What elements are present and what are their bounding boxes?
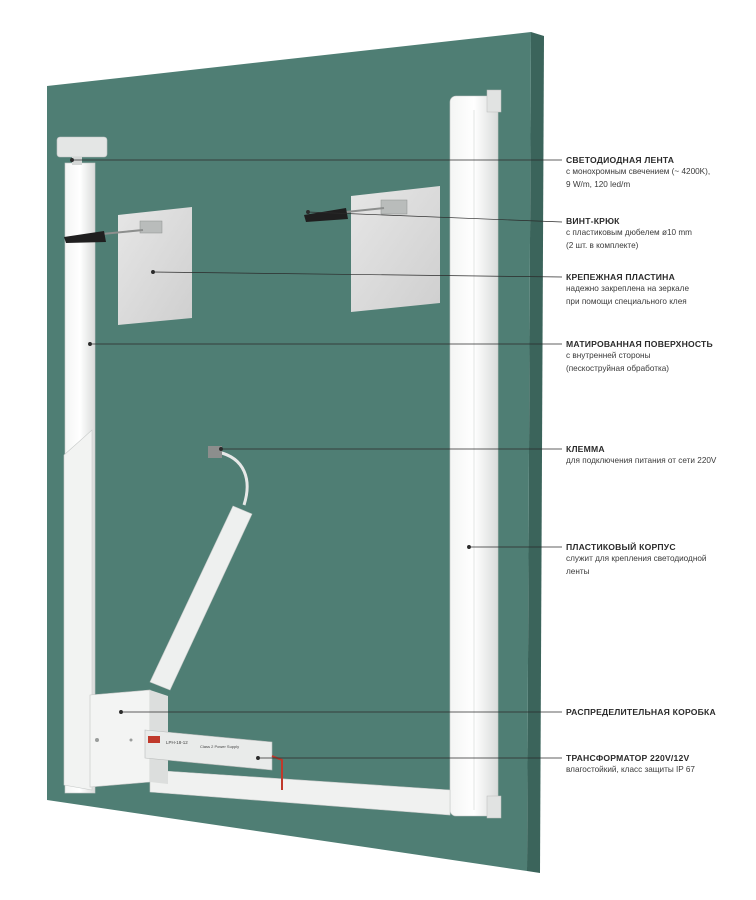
callout-desc-line: влагостойкий, класс защиты IP 67 [566,765,695,774]
callout-mounting-plate: КРЕПЕЖНАЯ ПЛАСТИНА надежно закреплена на… [566,271,752,308]
junction-box [89,689,168,788]
callout-desc: влагостойкий, класс защиты IP 67 [566,764,752,777]
callout-title: ТРАНСФОРМАТОР 220V/12V [566,753,690,763]
callout-junction-box: РАСПРЕДЕЛИТЕЛЬНАЯ КОРОБКА [566,706,752,718]
left-profile [56,136,108,794]
right-profile [449,89,502,819]
callout-desc-line: для подключения питания от сети 220V [566,456,717,465]
callout-desc-line: ленты [566,566,590,576]
bottom-profile [149,769,451,816]
callout-desc: с пластиковым дюбелем ø10 mm (2 шт. в ко… [566,227,752,252]
callout-matte-surface: МАТИРОВАННАЯ ПОВЕРХНОСТЬ с внутренней ст… [566,338,752,375]
callout-screw-hook: ВИНТ-КРЮК с пластиковым дюбелем ø10 mm (… [566,215,752,252]
callout-title: МАТИРОВАННАЯ ПОВЕРХНОСТЬ [566,339,713,349]
callout-desc-line: (2 шт. в комплекте) [566,240,639,250]
callout-title: РАСПРЕДЕЛИТЕЛЬНАЯ КОРОБКА [566,707,716,717]
mounting-plate-right [351,186,440,312]
transformer-text: Class 2 Power Supply [200,744,239,749]
screw-hook-left [64,220,163,243]
callout-terminal: КЛЕММА для подключения питания от сети 2… [566,443,752,468]
callout-title: КЛЕММА [566,444,605,454]
callout-desc-line: с монохромным свечением (~ 4200K), [566,167,711,176]
callout-desc: с внутренней стороны (пескоструйная обра… [566,350,752,375]
transformer-model: LPH-18-12 [166,740,188,745]
callout-desc: для подключения питания от сети 220V [566,455,752,468]
callout-transformer: ТРАНСФОРМАТОР 220V/12V влагостойкий, кла… [566,752,752,777]
callout-desc-line: с внутренней стороны [566,351,651,360]
callout-desc: служит для крепления светодиодной ленты [566,553,752,578]
callout-plastic-housing: ПЛАСТИКОВЫЙ КОРПУС служит для крепления … [566,541,752,578]
leader-screw-hook [307,211,563,223]
cable-channel [149,505,253,691]
callout-title: КРЕПЕЖНАЯ ПЛАСТИНА [566,272,675,282]
transformer: LPH-18-12 Class 2 Power Supply [144,729,283,790]
callout-title: ПЛАСТИКОВЫЙ КОРПУС [566,542,676,552]
callout-led-strip: СВЕТОДИОДНАЯ ЛЕНТА с монохромным свечени… [566,154,752,191]
terminal [208,446,249,506]
callout-desc-line: с пластиковым дюбелем ø10 mm [566,228,692,237]
callout-desc-line: 9 W/m, 120 led/m [566,179,631,189]
callout-desc: с монохромным свечением (~ 4200K), 9 W/m… [566,166,752,191]
callout-desc-line: (пескоструйная обработка) [566,363,669,373]
leader-lines [70,158,563,760]
mirror-edge [527,32,544,873]
callout-title: СВЕТОДИОДНАЯ ЛЕНТА [566,155,675,165]
callout-title: ВИНТ-КРЮК [566,216,620,226]
leader-mounting-plate [152,271,563,278]
callout-desc-line: надежно закреплена на зеркале [566,284,690,293]
screw-hook-right [304,199,408,222]
callout-desc-line: при помощи специального клея [566,296,687,306]
callout-desc: надежно закреплена на зеркале при помощи… [566,283,752,308]
callout-desc-line: служит для крепления светодиодной [566,554,707,563]
mounting-plate-left [118,207,192,325]
